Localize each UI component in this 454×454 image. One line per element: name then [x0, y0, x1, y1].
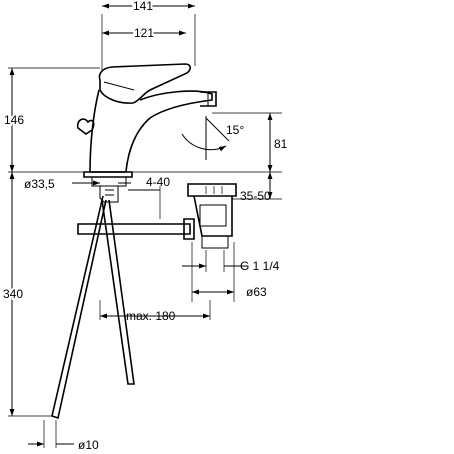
dimension-lines	[9, 3, 273, 447]
dimension-labels: 141 121 146 15° 81 ø33,5 4-40 35-50 G 1 …	[1, 0, 288, 452]
angle-indicator	[181, 116, 230, 160]
rod-diameter-label: ø10	[78, 438, 99, 452]
height-total-label: 146	[4, 113, 24, 127]
width-spout-label: 121	[134, 26, 154, 40]
waste-diameter-label: ø63	[246, 285, 267, 299]
width-total-label: 141	[133, 0, 153, 13]
angle-label: 15°	[226, 123, 244, 137]
supply-hoses	[51, 195, 135, 420]
pop-up-waste	[77, 183, 237, 249]
faucet-body	[76, 63, 217, 203]
extension-lines	[8, 14, 282, 448]
hole-diameter-label: ø33,5	[24, 177, 55, 191]
height-outlet-label: 81	[274, 137, 288, 151]
waste-range-label: 35-50	[240, 189, 271, 203]
deck-thickness-label: 4-40	[146, 175, 170, 189]
height-rods-label: 340	[3, 287, 23, 301]
thread-label: G 1 1/4	[240, 259, 280, 273]
rod-length-label: max. 180	[126, 309, 176, 323]
